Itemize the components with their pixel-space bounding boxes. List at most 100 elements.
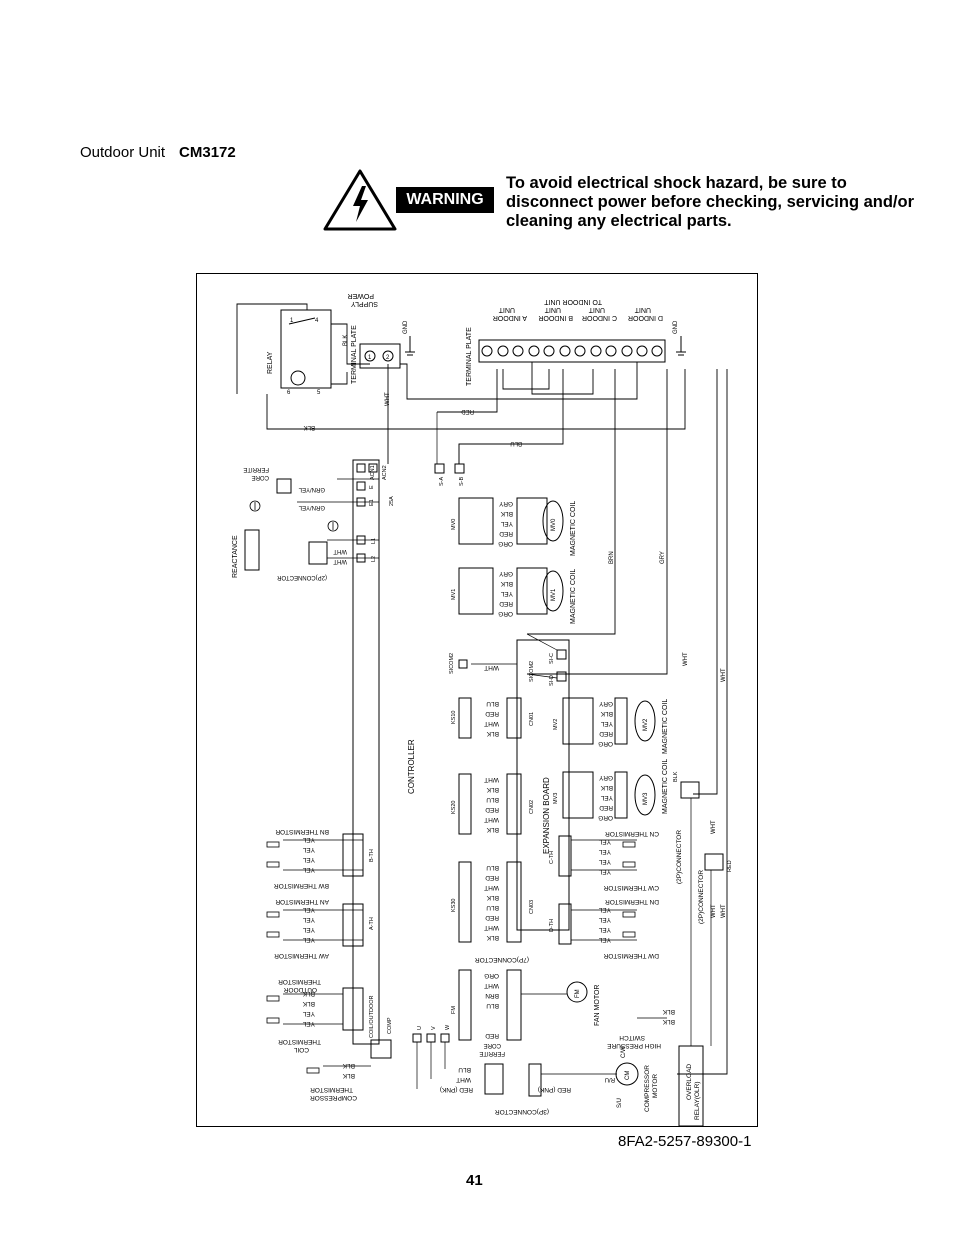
svg-text:2: 2 <box>386 355 390 361</box>
document-code: 8FA2-5257-89300-1 <box>618 1133 752 1150</box>
gnd-label-indoor: GND <box>673 320 679 334</box>
mv2-yel: YEL <box>600 720 613 727</box>
fm-red: RED <box>485 1032 499 1039</box>
cn02-label: CN02 <box>529 800 535 814</box>
svg-text:5: 5 <box>317 390 321 396</box>
fm-motor-label: FM <box>575 989 581 998</box>
thermistor-symbols <box>266 841 636 1074</box>
bottom-red-pnk-right: RED (PNK) <box>538 1086 571 1093</box>
cn-thermistor-label: CN THERMISTOR <box>605 830 659 837</box>
connector-2p-label-left: (2P)CONNECTOR <box>276 574 327 580</box>
bn-thermistor-label: BN THERMISTOR <box>275 828 329 835</box>
ks20-red: RED <box>485 806 499 813</box>
si-d-label: SI-D <box>549 675 555 686</box>
compressor-motor: CM C/W S/U R/U COMPRESSOR MOTOR <box>605 1046 659 1112</box>
coil-thermistor-label-2: THERMISTOR <box>278 1038 321 1045</box>
power-supply-label-2: SUPPLY <box>351 300 378 307</box>
controller-label: CONTROLLER <box>407 739 416 794</box>
electrical-hazard-icon <box>323 169 397 231</box>
u-label: U <box>417 1026 423 1030</box>
cn03-label: CN03 <box>529 900 535 914</box>
b-th-label: B-TH <box>369 849 375 862</box>
ks20-blu: BLU <box>486 796 499 803</box>
e-label: E <box>369 485 375 489</box>
connector-3p-label: (3P)CONNECTOR <box>495 1108 549 1115</box>
mv2-red: RED <box>599 730 613 737</box>
dw-thermistor-label: DW THERMISTOR <box>603 952 659 959</box>
sa-sb-terminals: S-A S-B <box>434 463 465 487</box>
mv2-org: ORG <box>598 740 613 747</box>
fm-brn: BRN <box>485 992 499 999</box>
a-th-yel1: YEL <box>302 906 315 913</box>
mv1-label: MV1 <box>451 589 457 600</box>
an-thermistor-label: AN THERMISTOR <box>275 898 329 905</box>
high-pressure-label-1: HIGH PRESSURE <box>607 1042 661 1049</box>
high-pressure-label-2: SWITCH <box>619 1034 645 1041</box>
magnetic-coil-label-4: MAGNETIC COIL <box>662 759 669 814</box>
ground-symbols <box>249 500 339 532</box>
warning-message: To avoid electrical shock hazard, be sur… <box>506 174 915 230</box>
si-c-label: SI-C <box>549 653 555 664</box>
ks30-red1: RED <box>485 874 499 881</box>
mv3-gry: GRY <box>598 774 613 781</box>
d-th-yel4: YEL <box>598 936 611 943</box>
mv3-org: ORG <box>598 814 613 821</box>
brn-label: BRN <box>609 551 615 564</box>
mv3-blk: BLK <box>600 784 613 791</box>
bottom-red-pnk: RED (PNK) <box>440 1086 473 1093</box>
c-th-yel4: YEL <box>598 868 611 875</box>
mv1-connector: MV1 MV1 GRY BLK YEL RED ORG <box>451 567 564 617</box>
fm-wht: WHT <box>484 982 499 989</box>
acn2-label: ACN2 <box>382 465 388 480</box>
mv0-connector: MV0 MV0 GRY BLK YEL RED ORG <box>451 497 564 547</box>
indoor-unit-d-sub: UNIT <box>634 306 651 313</box>
indoor-terminal-plate: TERMINAL PLATE A INDOOR UNIT B INDOOR UN… <box>466 298 686 386</box>
sicom2-controller: SICOM2 WHT <box>449 653 499 674</box>
gry-label: GRY <box>660 551 666 564</box>
ks30-wht1: WHT <box>484 884 499 891</box>
sicom2-wht: WHT <box>484 664 499 671</box>
gnd-label-power: GND <box>403 320 409 334</box>
s-a-label: S-A <box>439 477 445 487</box>
c-th-yel2: YEL <box>598 848 611 855</box>
ks10-blk: BLK <box>486 730 499 737</box>
uvw-terminals: U V W <box>412 1024 451 1043</box>
compressor-motor-label-1: COMPRESSOR <box>644 1065 651 1112</box>
reactance-label: REACTANCE <box>232 535 239 578</box>
su-label: S/U <box>617 1098 623 1108</box>
ks20-label: KS20 <box>451 801 457 814</box>
mv1-gry: GRY <box>498 570 513 577</box>
bottom-blu: BLU <box>458 1066 471 1073</box>
bottom-wht: WHT <box>456 1076 471 1083</box>
ru-label: R/U <box>605 1076 615 1082</box>
outdoor-thermistor-label-1: OUTDOOR <box>283 986 317 993</box>
fm-label: FM <box>451 1006 457 1014</box>
mv0-red: RED <box>499 530 513 537</box>
terminal-plate-power-label: TERMINAL PLATE <box>351 325 358 384</box>
fan-motor-label: FAN MOTOR <box>594 985 601 1026</box>
indoor-unit-a-sub: UNIT <box>498 306 515 313</box>
d-th-yel3: YEL <box>598 926 611 933</box>
mv0-blk: BLK <box>500 510 513 517</box>
ferrite-core-bottom-label-1: FERRITE <box>479 1050 505 1056</box>
connector-2p-right: (2P)CONNECTOR (2P)CONNECTOR BLK RED WHT … <box>673 652 733 924</box>
ferrite-core-label-2: CORE <box>252 474 269 480</box>
svg-text:4: 4 <box>315 318 319 324</box>
overload-relay-label-1: OVERLOAD <box>686 1064 693 1100</box>
expansion-board-label: EXPANSION BOARD <box>542 777 551 854</box>
a-th-label: A-TH <box>369 917 375 930</box>
v-label: V <box>431 1026 437 1030</box>
ks20-wht1: WHT <box>484 776 499 783</box>
mv3-yel: YEL <box>600 794 613 801</box>
cn01-label: CN01 <box>529 712 535 726</box>
coil-outdoor-yel1: YEL <box>302 1010 315 1017</box>
connector-2p-label-1: (2P)CONNECTOR <box>676 830 683 884</box>
c-th-label: C-TH <box>549 851 555 864</box>
d-th-connector: D-TH DN THERMISTOR DW THERMISTOR YEL YEL… <box>549 898 659 959</box>
hp-blk1: BLK <box>662 1008 675 1015</box>
l2-label: L2 <box>371 556 377 562</box>
ks10-connector: KS10 CN01 BLU RED WHT BLK <box>451 697 535 739</box>
